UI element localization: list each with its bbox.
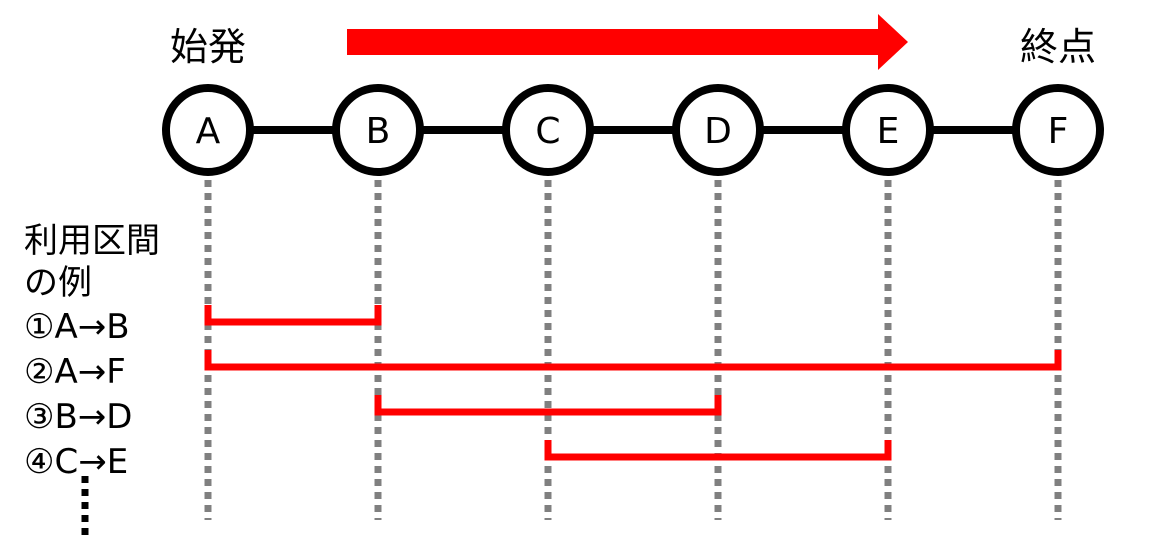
station-label: F xyxy=(1048,111,1069,152)
example-title-line1: 利用区間 xyxy=(24,221,160,261)
range-label-1: ①A→B xyxy=(24,307,130,347)
station-circle xyxy=(162,84,254,176)
range-label-3: ③B→D xyxy=(24,397,132,437)
station-guides xyxy=(204,180,1062,520)
range-label-4: ④C→E xyxy=(24,442,128,482)
station-circle xyxy=(672,84,764,176)
range-3 xyxy=(374,395,722,416)
range-1 xyxy=(204,305,382,326)
station-circle xyxy=(332,84,424,176)
example-title-line2: の例 xyxy=(24,263,92,303)
station-label: A xyxy=(196,111,221,152)
start-label: 始発 xyxy=(170,25,246,69)
range-2 xyxy=(204,350,1062,371)
station-label: C xyxy=(535,111,560,152)
range-4 xyxy=(544,440,892,461)
station-d: D xyxy=(672,84,764,176)
station-label: B xyxy=(366,111,391,152)
station-label: D xyxy=(704,111,732,152)
end-label: 終点 xyxy=(1020,25,1096,69)
station-e: E xyxy=(842,84,934,176)
station-f: F xyxy=(1012,84,1104,176)
station-b: B xyxy=(332,84,424,176)
station-label: E xyxy=(877,111,900,152)
station-circle xyxy=(502,84,594,176)
station-c: C xyxy=(502,84,594,176)
range-label-2: ②A→F xyxy=(24,352,126,392)
example-ranges xyxy=(204,305,1062,461)
stations: A B C D E F xyxy=(162,84,1104,176)
station-circle xyxy=(842,84,934,176)
example-range-labels: ①A→B ②A→F ③B→D ④C→E xyxy=(24,307,132,482)
station-a: A xyxy=(162,84,254,176)
station-circle xyxy=(1012,84,1104,176)
direction-arrow xyxy=(347,14,908,70)
